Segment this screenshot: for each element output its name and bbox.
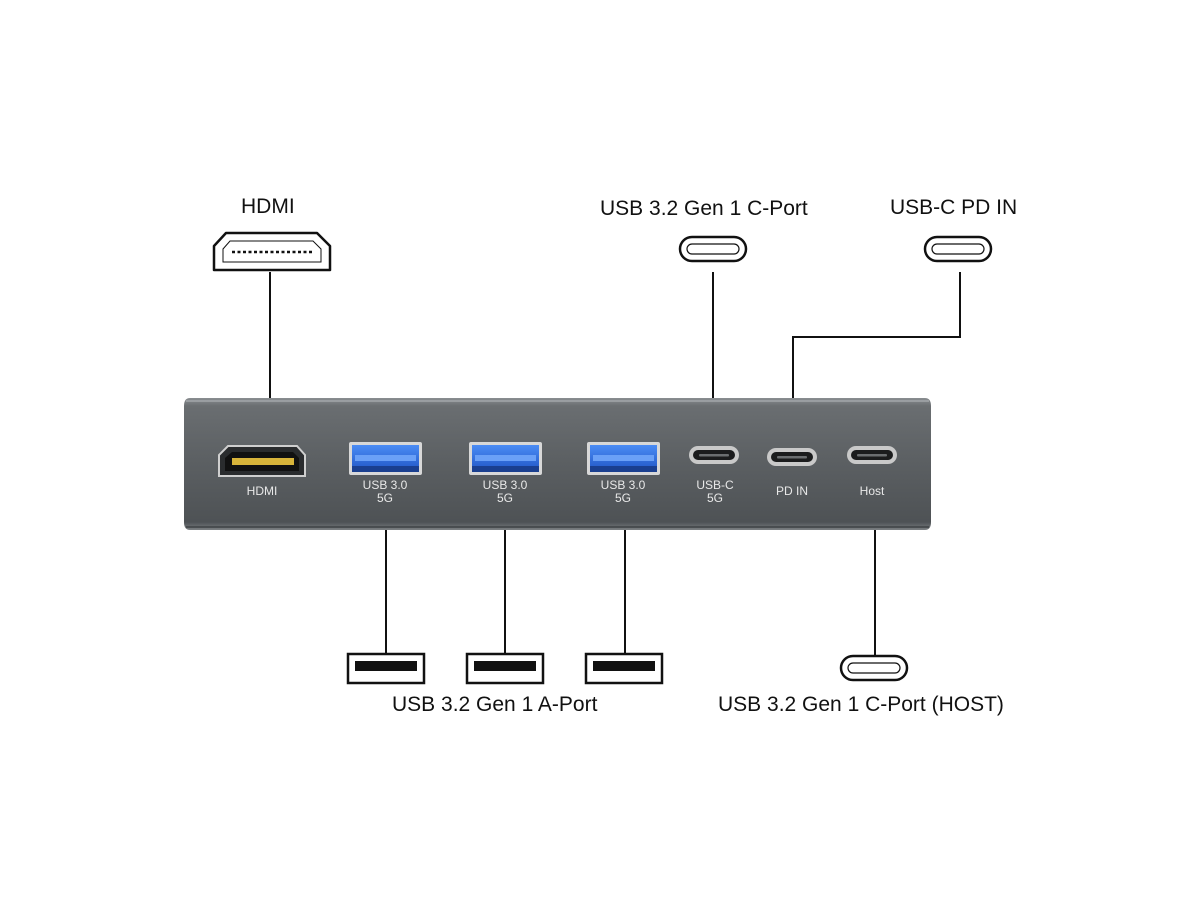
- callout-usb-c-pd-in: USB-C PD IN: [890, 196, 1018, 219]
- hub-port-label-host: Host: [859, 484, 885, 498]
- hub-usb-a-port-2: [469, 442, 542, 475]
- callout-usb-a-port: USB 3.2 Gen 1 A-Port: [392, 693, 598, 716]
- hub-usb-c-port: [689, 446, 739, 464]
- callout-usb-c-host: USB 3.2 Gen 1 C-Port (HOST): [718, 693, 1004, 716]
- line-pd-in: [792, 272, 961, 400]
- usb-a-port-icon-1: [346, 652, 426, 685]
- usb-hub-body: [184, 398, 931, 530]
- usb-c-port-icon: [678, 235, 748, 263]
- hub-host-port: [847, 446, 897, 464]
- hub-port-label-hdmi: HDMI: [246, 484, 278, 498]
- callout-usb-c-port: USB 3.2 Gen 1 C-Port: [600, 197, 808, 220]
- usb-a-port-icon-2: [465, 652, 545, 685]
- connector-lines: [269, 272, 961, 656]
- usb-c-pd-in-icon: [923, 235, 993, 263]
- hdmi-connector-icon: [212, 231, 332, 272]
- hub-usb-a-port-1: [349, 442, 422, 475]
- usb-c-host-icon: [839, 654, 909, 682]
- hub-usb-a-port-3: [587, 442, 660, 475]
- usb-a-port-icon-3: [584, 652, 664, 685]
- hub-pd-in-port: [767, 448, 817, 466]
- hub-hdmi-port: [218, 445, 306, 477]
- hub-port-label-pd-in: PD IN: [775, 484, 809, 498]
- callout-hdmi: HDMI: [241, 195, 295, 218]
